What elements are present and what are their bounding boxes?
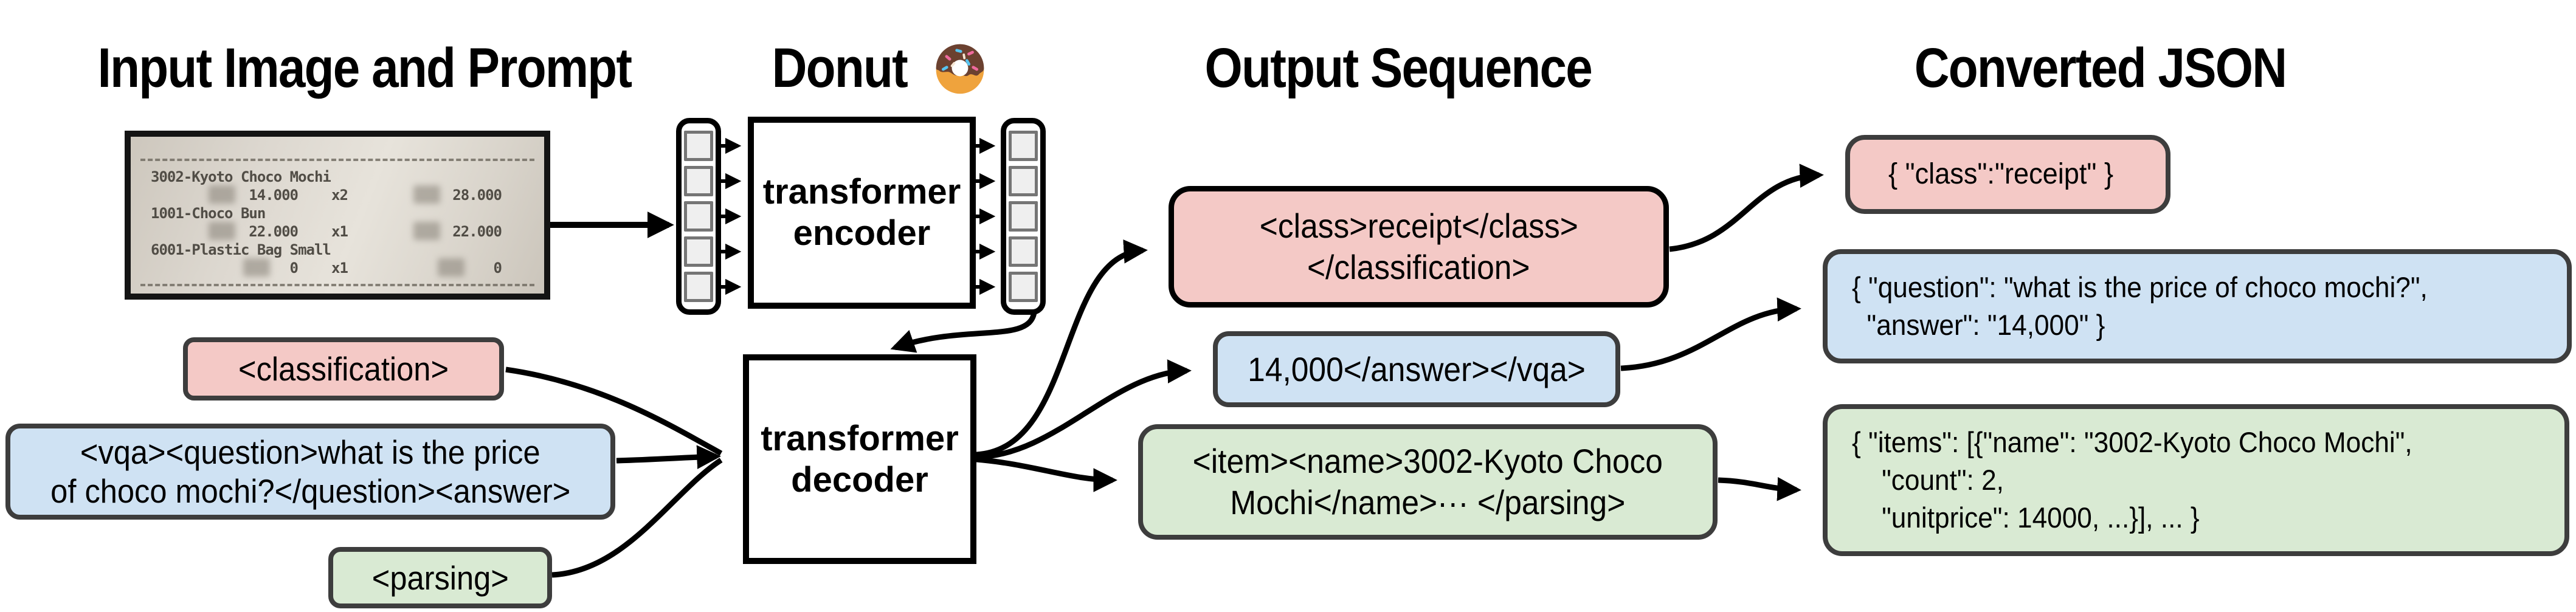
arrow-decoder-to-parsing-output: [976, 456, 1117, 492]
encoder-label-line2: encoder: [793, 213, 931, 253]
arrow-parsing-to-json: [1718, 476, 1801, 501]
receipt-unit-price: 22.000: [249, 223, 299, 240]
receipt-total: 28.000: [452, 187, 502, 204]
receipt-redaction-blur: [243, 258, 270, 277]
receipt-redaction-blur: [438, 258, 464, 277]
json-classification-text: { "class":"receipt" }: [1888, 158, 2113, 190]
output-classification-line2: </classification>: [1307, 248, 1530, 286]
output-parsing-line2: Mochi</name>··· </parsing>: [1230, 483, 1626, 521]
receipt-item-row: 6001-Plastic Bag Small: [131, 241, 544, 258]
patch-token-strip-input: [676, 118, 721, 315]
output-parsing-line1: <item><name>3002-Kyoto Choco: [1192, 442, 1663, 480]
receipt-image: 3002-Kyoto Choco Mochi 14.000 x2 28.000 …: [125, 131, 550, 300]
heading-donut-label: Donut: [772, 37, 908, 99]
receipt-item-name: 1001-Choco Bun: [151, 205, 266, 222]
receipt-redaction-blur: [209, 222, 235, 240]
receipt-redaction-blur: [209, 185, 235, 204]
receipt-redaction-blur: [413, 185, 440, 204]
json-classification-box: { "class":"receipt" }: [1845, 135, 2170, 214]
token-cell: [684, 272, 713, 302]
heading-donut: Donut: [571, 34, 1179, 102]
receipt-item-row: 3002-Kyoto Choco Mochi: [131, 168, 544, 185]
receipt-qty: x2: [331, 187, 348, 204]
receipt-price-row: 22.000 x1 22.000: [131, 222, 544, 240]
prompt-classification-text: <classification>: [238, 350, 449, 388]
transformer-decoder-block: transformer decoder: [743, 354, 976, 564]
receipt-unit-price: 14.000: [249, 187, 299, 204]
receipt-item-row: 1001-Choco Bun: [131, 205, 544, 222]
token-cell: [1009, 236, 1038, 267]
arrow-tokens-to-decoder: [890, 311, 1037, 353]
token-cell: [684, 236, 713, 267]
receipt-divider-bottom: [140, 284, 534, 286]
heading-converted-json: Converted JSON: [1797, 34, 2405, 102]
prompt-classification-box: <classification>: [183, 337, 504, 401]
receipt-unit-price: 0: [289, 260, 299, 277]
receipt-item-name: 3002-Kyoto Choco Mochi: [151, 168, 331, 185]
json-vqa-box: { "question": "what is the price of choc…: [1823, 249, 2572, 363]
json-parsing-line3: "unitprice": 14000, ...}], ... }: [1852, 501, 2200, 534]
transformer-encoder-block: transformer encoder: [748, 117, 976, 309]
receipt-qty: x1: [331, 223, 348, 240]
decoder-label-line2: decoder: [791, 459, 928, 500]
receipt-item-name: 6001-Plastic Bag Small: [151, 241, 331, 258]
prompt-parsing-text: <parsing>: [371, 559, 509, 597]
prompt-vqa-line2: of choco mochi?</question><answer>: [50, 472, 571, 510]
receipt-divider-top: [140, 159, 534, 161]
json-parsing-box: { "items": [{"name": "3002-Kyoto Choco M…: [1823, 404, 2569, 556]
heading-output-label: Output Sequence: [1204, 37, 1593, 99]
receipt-total: 0: [493, 260, 502, 277]
token-cell: [1009, 166, 1038, 196]
heading-input-image-and-prompt: Input Image and Prompt: [58, 34, 666, 102]
json-vqa-line1: { "question": "what is the price of choc…: [1852, 271, 2428, 303]
prompt-vqa-line1: <vqa><question>what is the price: [80, 433, 540, 471]
heading-input-label: Input Image and Prompt: [97, 37, 633, 99]
heading-json-label: Converted JSON: [1915, 37, 2287, 99]
token-cell: [1009, 131, 1038, 161]
embedding-token-strip-output: [1001, 118, 1046, 315]
receipt-qty: x1: [331, 260, 348, 277]
output-classification-line1: <class>receipt</class>: [1259, 207, 1578, 245]
receipt-price-row: 0 x1 0: [131, 258, 544, 277]
receipt-price-row: 14.000 x2 28.000: [131, 185, 544, 204]
token-cell: [684, 131, 713, 161]
arrow-classification-to-json: [1669, 163, 1824, 252]
token-cell: [684, 201, 713, 232]
output-classification-box: <class>receipt</class> </classification>: [1169, 186, 1669, 308]
output-vqa-box: 14,000</answer></vqa>: [1213, 331, 1620, 407]
prompt-parsing-box: <parsing>: [328, 547, 552, 608]
donut-icon: [936, 44, 984, 94]
prompt-vqa-box: <vqa><question>what is the price of choc…: [5, 424, 615, 520]
output-vqa-text: 14,000</answer></vqa>: [1248, 349, 1586, 388]
decoder-label-line1: transformer: [761, 418, 959, 458]
receipt-content: 3002-Kyoto Choco Mochi 14.000 x2 28.000 …: [131, 137, 544, 294]
encoder-label-line1: transformer: [762, 172, 961, 211]
token-cell: [1009, 201, 1038, 232]
receipt-total: 22.000: [452, 223, 502, 240]
json-vqa-line2: "answer": "14,000" }: [1852, 309, 2105, 341]
heading-output-sequence: Output Sequence: [1094, 34, 1702, 102]
arrow-vqa-to-decoder: [616, 445, 721, 469]
arrow-vqa-to-json: [1620, 297, 1801, 371]
token-cell: [1009, 272, 1038, 302]
receipt-redaction-blur: [413, 222, 440, 240]
token-cell: [684, 166, 713, 196]
json-parsing-line2: "count": 2,: [1852, 464, 2004, 496]
json-parsing-line1: { "items": [{"name": "3002-Kyoto Choco M…: [1852, 426, 2412, 458]
output-parsing-box: <item><name>3002-Kyoto Choco Mochi</name…: [1138, 424, 1718, 540]
